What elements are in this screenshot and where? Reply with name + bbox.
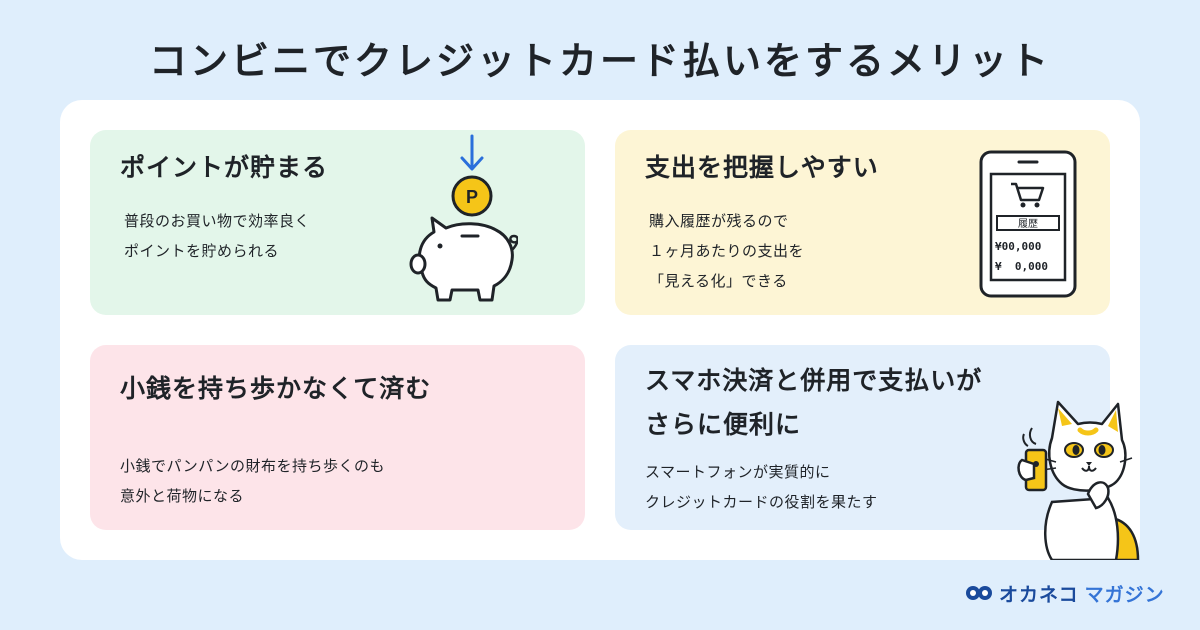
brand-logo[interactable]: オカネコマガジン bbox=[965, 580, 1165, 606]
card-heading: スマホ決済と併用で支払いが さらに便利に bbox=[645, 359, 1065, 447]
card-heading: ポイントが貯まる bbox=[120, 153, 329, 182]
owl-eyes-icon bbox=[966, 586, 992, 600]
card-body: 小銭でパンパンの財布を持ち歩くのも 意外と荷物になる bbox=[120, 451, 385, 511]
cat-with-phone-icon bbox=[1017, 400, 1140, 560]
card-body-line: ポイントを貯められる bbox=[124, 242, 280, 260]
svg-text:履歴: 履歴 bbox=[1018, 218, 1038, 230]
smartphone-icon: 履歴 ¥00,000 ¥ 0,000 bbox=[979, 150, 1077, 298]
card-body-line: 意外と荷物になる bbox=[120, 487, 245, 505]
card-body-line: スマートフォンが実質的に bbox=[645, 463, 831, 481]
logo-text: オカネコ bbox=[999, 583, 1079, 606]
svg-text:¥00,000: ¥00,000 bbox=[995, 240, 1041, 253]
card-body-line: 「見える化」できる bbox=[649, 272, 788, 290]
shopping-cart-icon bbox=[1011, 182, 1045, 208]
piggy-bank-icon: P bbox=[409, 134, 518, 302]
card-heading: 支出を把握しやすい bbox=[645, 153, 879, 182]
card-body-line: 普段のお買い物で効率良く bbox=[124, 212, 311, 230]
card-body: スマートフォンが実質的に クレジットカードの役割を果たす bbox=[645, 457, 878, 517]
card-heading-line: スマホ決済と併用で支払いが bbox=[645, 366, 983, 395]
card-body-line: 小銭でパンパンの財布を持ち歩くのも bbox=[120, 457, 386, 475]
card-body: 購入履歴が残るので １ヶ月あたりの支出を 「見える化」できる bbox=[649, 206, 804, 296]
coin-icon: P bbox=[451, 175, 493, 217]
page-title: コンビニでクレジットカード払いをするメリット bbox=[148, 39, 1051, 83]
logo-text-sub: マガジン bbox=[1084, 583, 1165, 606]
card-spending: 支出を把握しやすい 購入履歴が残るので １ヶ月あたりの支出を 「見える化」できる… bbox=[615, 130, 1110, 315]
card-body-line: クレジットカードの役割を果たす bbox=[645, 493, 878, 511]
card-points: ポイントが貯まる 普段のお買い物で効率良く ポイントを貯められる P bbox=[90, 130, 585, 315]
down-arrow-icon bbox=[460, 134, 484, 171]
card-smartphone-pay: スマホ決済と併用で支払いが さらに便利に スマートフォンが実質的に クレジットカ… bbox=[615, 345, 1110, 530]
card-heading-line: さらに便利に bbox=[645, 410, 802, 439]
card-heading: 小銭を持ち歩かなくて済む bbox=[120, 374, 432, 403]
card-body: 普段のお買い物で効率良く ポイントを貯められる bbox=[124, 206, 310, 266]
card-body-line: 購入履歴が残るので bbox=[649, 212, 789, 230]
content-panel: ポイントが貯まる 普段のお買い物で効率良く ポイントを貯められる P 支出を把握… bbox=[60, 100, 1140, 560]
svg-text:P: P bbox=[466, 187, 478, 207]
card-coins: 小銭を持ち歩かなくて済む 小銭でパンパンの財布を持ち歩くのも 意外と荷物になる bbox=[90, 345, 585, 530]
svg-text:¥ 0,000: ¥ 0,000 bbox=[995, 260, 1048, 273]
card-body-line: １ヶ月あたりの支出を bbox=[649, 242, 805, 260]
